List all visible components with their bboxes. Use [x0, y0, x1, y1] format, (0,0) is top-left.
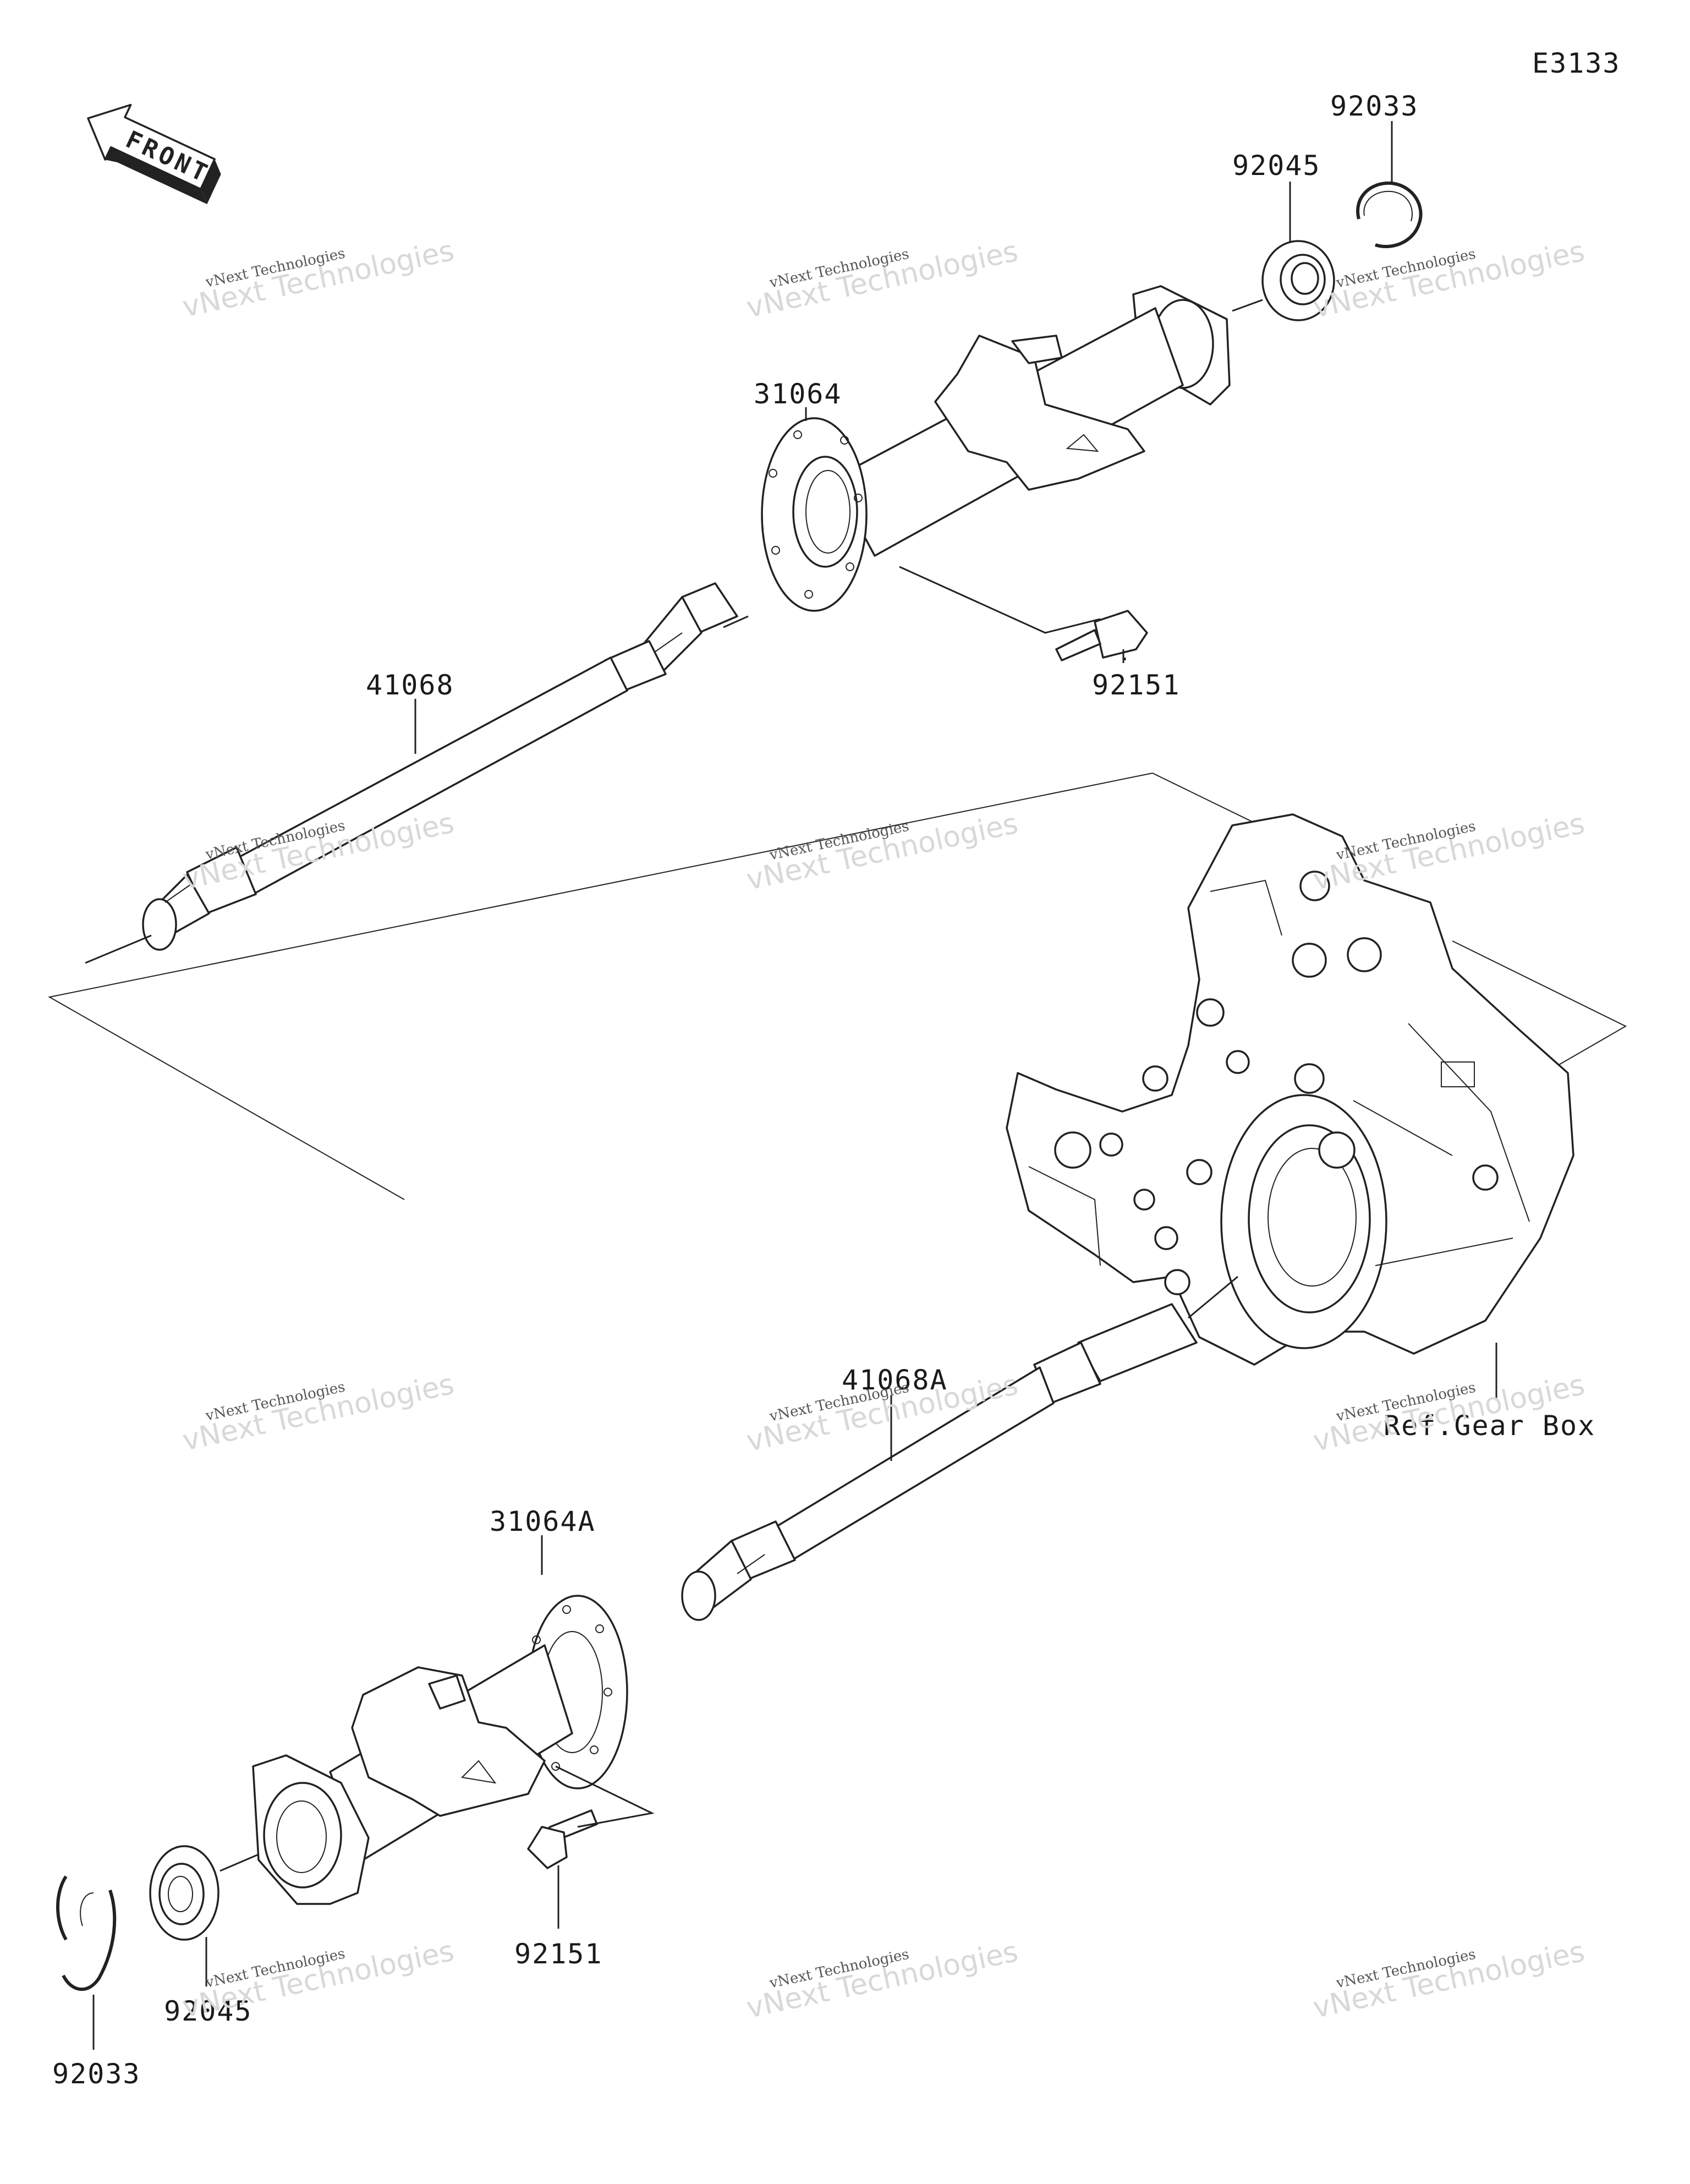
callout-92033-top: 92033 [1330, 90, 1419, 122]
gear-box-reference [1006, 813, 1574, 1366]
callout-92151-bottom: 92151 [514, 1938, 603, 1970]
callout-92033-bottom: 92033 [52, 2058, 141, 2090]
watermark-7: vNext Technologies vNext Technologies [180, 1368, 457, 1458]
axle-housing-31064A [252, 1595, 628, 1905]
axle-housing-31064 [761, 285, 1231, 612]
watermark-6: vNext Technologies vNext Technologies [1310, 807, 1588, 897]
watermark-11: vNext Technologies vNext Technologies [744, 1935, 1021, 2025]
assembly-frame [48, 773, 1153, 1200]
watermark-1: vNext Technologies vNext Technologies [180, 234, 457, 324]
drive-shaft-41068 [142, 582, 738, 951]
callout-92045-bottom: 92045 [164, 1995, 253, 2027]
bolt-92151-bottom [527, 1809, 598, 1869]
circlip-92033-top [1356, 181, 1423, 249]
watermark-4: vNext Technologies vNext Technologies [180, 807, 457, 896]
watermark-12: vNext Technologies vNext Technologies [1310, 1935, 1588, 2025]
callout-41068A: 41068A [842, 1364, 948, 1396]
ref-gear-box-label: Ref.Gear Box [1384, 1410, 1595, 1442]
callout-92045-top: 92045 [1232, 150, 1321, 182]
watermark-2: vNext Technologies vNext Technologies [744, 235, 1021, 325]
circlip-92033-bottom [56, 1875, 117, 1991]
watermark-10: vNext Technologies vNext Technologies [180, 1935, 457, 2024]
watermark-5: vNext Technologies vNext Technologies [744, 807, 1021, 897]
drive-shaft-41068A [681, 1303, 1198, 1621]
callout-92151-top: 92151 [1092, 669, 1181, 701]
bearing-92045-bottom [149, 1845, 220, 1941]
callout-41068: 41068 [366, 669, 454, 701]
watermark-3: vNext Technologies vNext Technologies [1310, 235, 1588, 325]
diagram-code: E3133 [1532, 47, 1621, 79]
front-arrow-icon: FRONT [87, 103, 221, 205]
callout-31064A: 31064A [490, 1506, 596, 1537]
watermark-9: vNext Technologies vNext Technologies [1310, 1369, 1588, 1458]
callout-31064: 31064 [754, 378, 842, 410]
bolt-92151-top [1055, 610, 1148, 661]
bearing-92045-top [1261, 240, 1335, 321]
